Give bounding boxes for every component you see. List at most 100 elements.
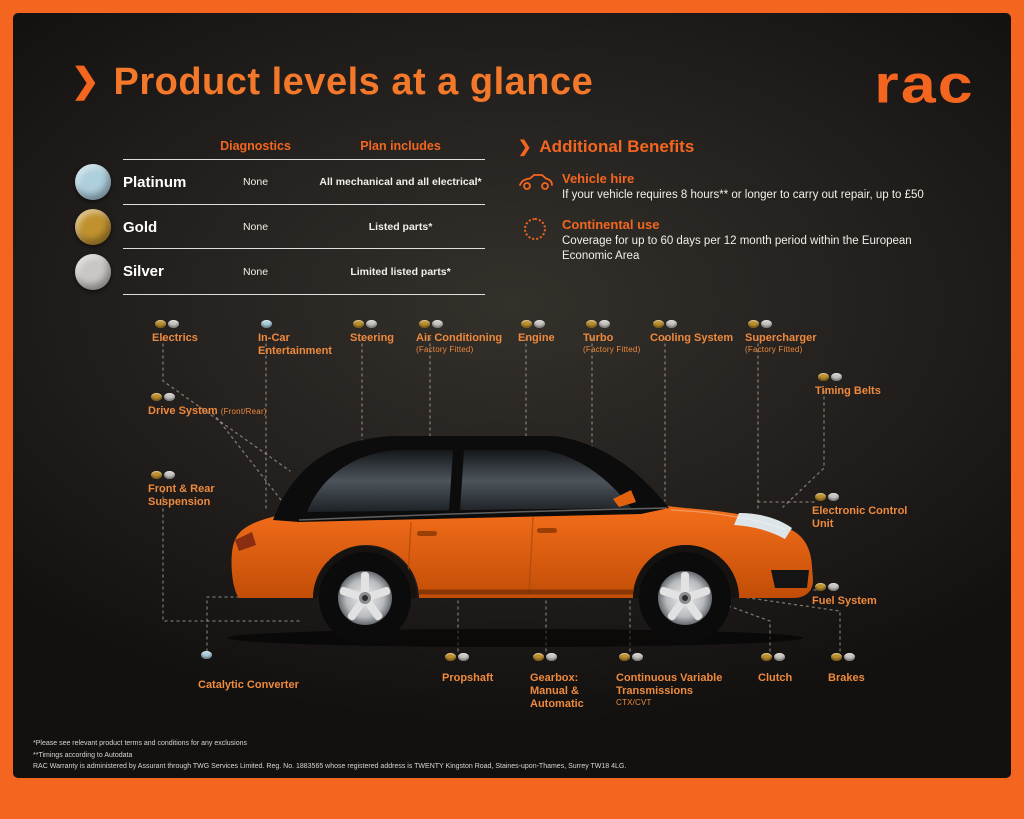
silver-coverage-dot (366, 320, 377, 328)
door-handle (537, 528, 557, 533)
part-label-engine: Engine (518, 320, 578, 345)
column-header-plan-includes: Plan includes (360, 139, 441, 153)
page-title: Product levels at a glance (113, 61, 594, 103)
table-row-platinum: Platinum None All mechanical and all ele… (75, 158, 485, 204)
coverage-dots (619, 653, 734, 661)
coverage-dots (419, 320, 526, 328)
part-label-brakes: Brakes (828, 653, 888, 685)
car-illustration (227, 436, 813, 647)
chevron-icon: ❯ (518, 139, 532, 156)
gold-coverage-dot (831, 653, 842, 661)
gold-coverage-dot (521, 320, 532, 328)
platinum-coverage-dot (261, 320, 272, 328)
coverage-dots (445, 653, 522, 661)
benefit-continental-use: Continental use Coverage for up to 60 da… (518, 217, 978, 264)
gold-coverage-dot (748, 320, 759, 328)
benefit-title: Continental use (562, 216, 660, 232)
coverage-dots (201, 651, 328, 659)
gold-coverage-dot (653, 320, 664, 328)
silver-coverage-dot (458, 653, 469, 661)
platinum-swatch (75, 163, 111, 200)
part-label-cooling-system: Cooling System (650, 320, 760, 345)
part-label-timing-belts: Timing Belts (815, 373, 905, 398)
rac-logo: rac (874, 54, 975, 115)
gold-coverage-dot (815, 583, 826, 591)
chevron-icon: ❯ (71, 61, 100, 100)
coverage-dots (815, 493, 920, 501)
silver-coverage-dot (761, 320, 772, 328)
silver-coverage-dot (632, 653, 643, 661)
footnote-line: RAC Warranty is administered by Assurant… (33, 762, 627, 770)
part-label-gearbox: Gearbox: Manual & Automatic (530, 653, 602, 712)
coverage-dots (761, 653, 818, 661)
gold-coverage-dot (151, 393, 162, 401)
part-label-drive-system: Drive System(Front/Rear) (148, 393, 298, 418)
part-label-air-conditioning: Air Conditioning(Factory Fitted) (416, 320, 526, 355)
diagnostics-value: None (242, 176, 269, 188)
front-grille (771, 570, 809, 588)
coverage-dots (353, 320, 420, 328)
taillight (235, 532, 256, 551)
part-label-supercharger: Supercharger(Factory Fitted) (745, 320, 845, 355)
car-windows (307, 450, 631, 512)
silver-coverage-dot (599, 320, 610, 328)
silver-coverage-dot (666, 320, 677, 328)
silver-coverage-dot (164, 471, 175, 479)
benefits-title: Additional Benefits (539, 137, 695, 156)
part-label-catalytic-converter: Catalytic Converter (198, 651, 328, 692)
gold-coverage-dot (353, 320, 364, 328)
gold-coverage-dot (818, 373, 829, 381)
gold-swatch (75, 208, 111, 245)
gold-coverage-dot (155, 320, 166, 328)
silver-swatch (75, 253, 111, 290)
coverage-dots (586, 320, 673, 328)
footnote-line: *Please see relevant product terms and c… (33, 740, 248, 748)
diagnostics-value: None (242, 221, 269, 233)
infographic-panel: ❯ Product levels at a glance rac Diagnos… (13, 13, 1011, 778)
front-wheel (639, 552, 731, 644)
gold-coverage-dot (619, 653, 630, 661)
silver-coverage-dot (828, 583, 839, 591)
plan-value: Limited listed parts* (350, 265, 451, 278)
coverage-dots (533, 653, 602, 661)
diagnostics-value: None (242, 265, 269, 278)
part-label-clutch: Clutch (758, 653, 818, 685)
coverage-dots (831, 653, 888, 661)
column-header-diagnostics: Diagnostics (220, 139, 291, 153)
table-header-row: Diagnostics Plan includes (75, 131, 485, 159)
gold-coverage-dot (761, 653, 772, 661)
part-label-turbo: Turbo(Factory Fitted) (583, 320, 673, 355)
part-label-electronic-control-unit: Electronic Control Unit (812, 493, 920, 531)
silver-coverage-dot (831, 373, 842, 381)
silver-coverage-dot (774, 653, 785, 661)
table-row-gold: Gold None Listed parts* (75, 203, 485, 249)
silver-coverage-dot (844, 653, 855, 661)
benefit-description: Coverage for up to 60 days per 12 month … (562, 234, 912, 262)
plan-value: Listed parts* (368, 221, 433, 233)
additional-benefits: ❯ Additional Benefits Vehicle hire If yo… (518, 137, 978, 264)
gold-coverage-dot (151, 471, 162, 479)
footnote-line: **Timings according to Autodata (33, 751, 133, 759)
b-pillar (449, 450, 464, 511)
tier-name: Silver (123, 263, 164, 280)
tier-name: Platinum (123, 173, 187, 191)
benefit-title: Vehicle hire (562, 171, 635, 186)
gold-coverage-dot (533, 653, 544, 661)
coverage-dots (261, 320, 344, 328)
silver-coverage-dot (546, 653, 557, 661)
car-shadow (227, 629, 803, 647)
part-label-in-car-entertainment: In-Car Entertainment (258, 320, 344, 358)
plan-value: All mechanical and all electrical* (319, 176, 482, 188)
benefit-description: If your vehicle requires 8 hours** or lo… (562, 189, 924, 201)
silver-coverage-dot (164, 393, 175, 401)
gold-coverage-dot (586, 320, 597, 328)
coverage-dots (653, 320, 760, 328)
header: ❯ Product levels at a glance (71, 61, 593, 104)
part-label-fuel-system: Fuel System (812, 583, 902, 608)
dotted-circle-icon (524, 217, 546, 245)
tier-name: Gold (123, 218, 158, 236)
part-label-propshaft: Propshaft (442, 653, 522, 685)
coverage-dots (151, 471, 238, 479)
part-label-electrics: Electrics (152, 320, 222, 345)
